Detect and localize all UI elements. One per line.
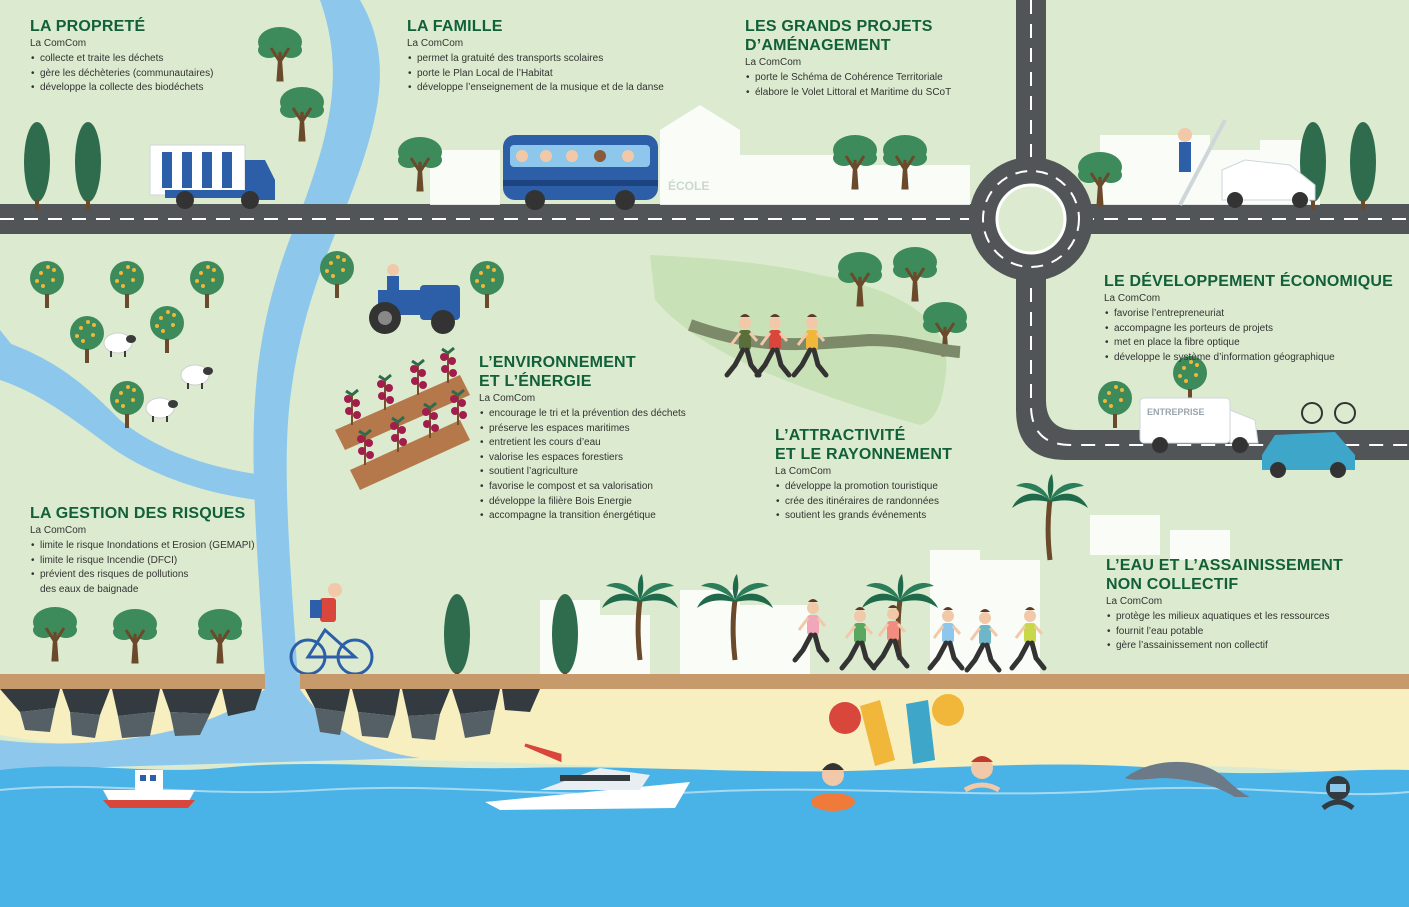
- list-item: développe le système d’information géogr…: [1104, 351, 1393, 366]
- list-item: accompagne les porteurs de projets: [1104, 322, 1393, 337]
- boat-icon: [103, 770, 195, 808]
- list-item: limite le risque Incendie (DFCI): [30, 554, 255, 569]
- section-title-line2: ET LE RAYONNEMENT: [775, 446, 953, 463]
- dolphin-icon: [1125, 761, 1250, 797]
- section-subtitle: La ComCom: [407, 38, 464, 49]
- section-economique: LE DÉVELOPPEMENT ÉCONOMIQUE La ComCom fa…: [1104, 272, 1393, 365]
- hiker-icon: [687, 314, 961, 375]
- list-item: porte le Plan Local de l’Habitat: [407, 67, 664, 82]
- list-item: développe la promotion touristique: [775, 480, 952, 495]
- school-bus-icon: [503, 135, 658, 210]
- list-item-continuation: des eaux de baignade: [40, 583, 139, 595]
- section-title-line2: ET L’ÉNERGIE: [479, 373, 592, 390]
- section-title-line2: D’AMÉNAGEMENT: [745, 37, 891, 54]
- section-projets: LES GRANDS PROJETS D’AMÉNAGEMENT La ComC…: [745, 17, 951, 100]
- list-item: crée des itinéraires de randonnées: [775, 495, 952, 510]
- list-item: met en place la fibre optique: [1104, 336, 1393, 351]
- section-title: L’ATTRACTIVITÉ ET LE RAYONNEMENT: [775, 426, 952, 464]
- section-title-line1: L’ENVIRONNEMENT: [479, 354, 636, 371]
- section-environnement: L’ENVIRONNEMENT ET L’ÉNERGIE La ComCom e…: [479, 353, 686, 524]
- section-proprete: LA PROPRETÉ La ComCom collecte et traite…: [30, 17, 213, 96]
- list-item: entretient les cours d’eau: [479, 436, 686, 451]
- list-item: gère les déchèteries (communautaires): [30, 67, 213, 82]
- vineyard-icon: [335, 346, 470, 490]
- list-item: développe l’enseignement de la musique e…: [407, 81, 664, 96]
- list-item: fournit l’eau potable: [1106, 625, 1343, 640]
- list-item: prévient des risques de pollutions: [30, 568, 255, 583]
- tractor-icon: [369, 264, 460, 334]
- section-title: LA PROPRETÉ: [30, 18, 146, 35]
- section-list: permet la gratuité des transports scolai…: [407, 52, 664, 96]
- section-famille: LA FAMILLE La ComCom permet la gratuité …: [407, 17, 664, 96]
- yacht-icon: [485, 743, 690, 810]
- section-title: L’ENVIRONNEMENT ET L’ÉNERGIE: [479, 353, 686, 391]
- diver-icon: [1321, 776, 1355, 811]
- list-item: protège les milieux aquatiques et les re…: [1106, 610, 1343, 625]
- section-title: LES GRANDS PROJETS D’AMÉNAGEMENT: [745, 17, 951, 55]
- section-title: L’EAU ET L’ASSAINISSEMENT NON COLLECTIF: [1106, 556, 1343, 594]
- section-title-line2: NON COLLECTIF: [1106, 576, 1239, 593]
- section-title-line1: L’EAU ET L’ASSAINISSEMENT: [1106, 557, 1344, 574]
- garbage-truck-icon: [149, 144, 275, 209]
- section-subtitle: La ComCom: [479, 393, 536, 404]
- section-title-line1: LES GRANDS PROJETS: [745, 18, 933, 35]
- list-item: collecte et traite les déchets: [30, 52, 213, 67]
- section-subtitle: La ComCom: [745, 57, 802, 68]
- school-sign: ÉCOLE: [668, 178, 709, 193]
- list-item: favorise l’entrepreneuriat: [1104, 307, 1393, 322]
- list-item: soutient l’agriculture: [479, 465, 686, 480]
- section-list: collecte et traite les déchets gère les …: [30, 52, 213, 96]
- section-subtitle: La ComCom: [30, 525, 87, 536]
- list-item: valorise les espaces forestiers: [479, 451, 686, 466]
- section-risques: LA GESTION DES RISQUES La ComCom limite …: [30, 504, 255, 597]
- cyclist-icon: [289, 583, 374, 676]
- section-subtitle: La ComCom: [30, 38, 87, 49]
- list-item: préserve les espaces maritimes: [479, 422, 686, 437]
- list-item: encourage le tri et la prévention des dé…: [479, 407, 686, 422]
- parasol-icon: [829, 694, 964, 766]
- section-list: développe la promotion touristique crée …: [775, 480, 952, 524]
- section-title: LA FAMILLE: [407, 18, 503, 35]
- list-item: gère l’assainissement non collectif: [1106, 639, 1343, 654]
- section-list: protège les milieux aquatiques et les re…: [1106, 610, 1343, 654]
- car-icon: [1178, 119, 1356, 478]
- van-icon: ENTREPRISE: [1139, 397, 1259, 453]
- van-sign: ENTREPRISE: [1147, 407, 1205, 417]
- list-item: développe la filière Bois Energie: [479, 495, 686, 510]
- list-item: accompagne la transition énergétique: [479, 509, 686, 524]
- swimmer-icon: [811, 756, 1001, 811]
- list-item: soutient les grands événements: [775, 509, 952, 524]
- section-title-line1: L’ATTRACTIVITÉ: [775, 427, 906, 444]
- section-list: porte le Schéma de Cohérence Territorial…: [745, 71, 951, 100]
- list-item: limite le risque Inondations et Erosion …: [30, 539, 255, 554]
- section-list: encourage le tri et la prévention des dé…: [479, 407, 686, 524]
- section-list: limite le risque Inondations et Erosion …: [30, 539, 255, 597]
- list-item: élabore le Volet Littoral et Maritime du…: [745, 86, 951, 101]
- section-eau: L’EAU ET L’ASSAINISSEMENT NON COLLECTIF …: [1106, 556, 1343, 654]
- list-item: porte le Schéma de Cohérence Territorial…: [745, 71, 951, 86]
- section-subtitle: La ComCom: [775, 466, 832, 477]
- section-subtitle: La ComCom: [1106, 596, 1163, 607]
- section-subtitle: La ComCom: [1104, 293, 1161, 304]
- section-list: favorise l’entrepreneuriat accompagne le…: [1104, 307, 1393, 365]
- list-item: développe la collecte des biodéchets: [30, 81, 213, 96]
- list-item: favorise le compost et sa valorisation: [479, 480, 686, 495]
- section-title: LA GESTION DES RISQUES: [30, 505, 246, 522]
- list-item: permet la gratuité des transports scolai…: [407, 52, 664, 67]
- section-title: LE DÉVELOPPEMENT ÉCONOMIQUE: [1104, 273, 1393, 290]
- section-attractivite: L’ATTRACTIVITÉ ET LE RAYONNEMENT La ComC…: [775, 426, 952, 524]
